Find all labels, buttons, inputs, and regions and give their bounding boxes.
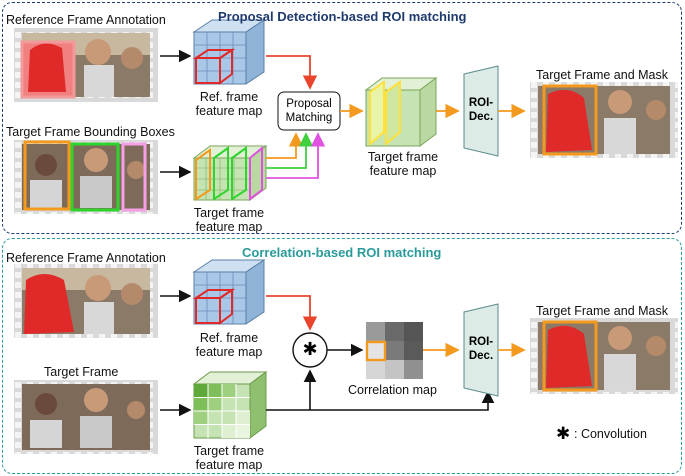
arrow-magenta-to-proposal (266, 132, 326, 179)
top-target-boxes-label: Target Frame Bounding Boxes (6, 125, 175, 139)
top-panel-title: Proposal Detection-based ROI matching (218, 9, 467, 24)
correlation-matching-panel (2, 238, 682, 474)
output-photo-top (530, 82, 678, 158)
roi-decoder-bottom (463, 303, 499, 397)
target-frame-photo-bottom (14, 380, 158, 454)
ref-frame-photo-top (14, 28, 158, 102)
output-photo-bottom (530, 318, 678, 394)
bottom-panel-title: Correlation-based ROI matching (242, 245, 442, 260)
ref-feature-cube-top (192, 19, 266, 85)
bottom-ref-annotation-label: Reference Frame Annotation (6, 251, 166, 265)
roi-decoder-top (463, 65, 499, 157)
top-roi-decoder-label: ROI-Dec. (468, 97, 494, 123)
top-ref-feature-label: Ref. frame feature map (195, 90, 263, 118)
legend-convolution-text: : Convolution (574, 427, 647, 441)
top-target-feature-label: Target frame feature map (193, 206, 265, 234)
bottom-target-feature-label: Target frame feature map (193, 444, 265, 472)
top-ref-annotation-label: Reference Frame Annotation (6, 13, 166, 27)
correlation-map-label: Correlation map (348, 383, 437, 397)
bottom-roi-decoder-label: ROI-Dec. (468, 336, 494, 362)
matched-feature-cube (364, 77, 438, 147)
proposal-matching-panel (2, 2, 682, 234)
top-output-label: Target Frame and Mask (536, 68, 668, 82)
convolution-symbol: ✱ (302, 339, 318, 360)
bottom-ref-feature-label: Ref. frame feature map (195, 331, 263, 359)
legend-convolution-symbol: ✱ (556, 424, 571, 444)
ref-feature-cube-bottom (192, 259, 266, 325)
target-feature-cube-top (192, 145, 268, 201)
proposal-matching-label: Proposal Matching (285, 98, 333, 124)
bottom-output-label: Target Frame and Mask (536, 304, 668, 318)
bottom-target-frame-label: Target Frame (44, 365, 119, 379)
target-frame-boxes-photo (14, 140, 158, 214)
arrow-green-to-proposal (266, 132, 314, 169)
target-feature-cube-bottom (192, 371, 268, 439)
correlation-map (365, 322, 423, 379)
matched-feature-label: Target frame feature map (367, 150, 439, 178)
ref-frame-photo-bottom (14, 264, 158, 338)
arrow-ref-to-proposal (266, 55, 318, 90)
arrow-ref-to-conv (266, 295, 318, 331)
arrow-target-to-decoder-bottom (266, 390, 495, 411)
arrow-orange-to-proposal (266, 132, 304, 159)
